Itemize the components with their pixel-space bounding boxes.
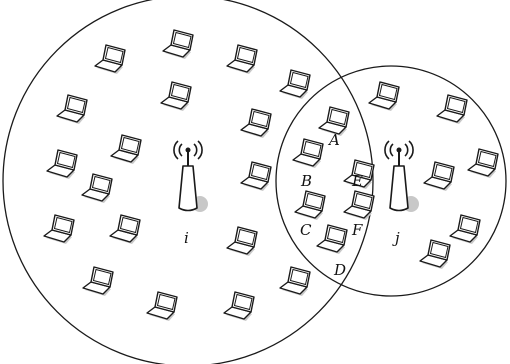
laptop-icon xyxy=(146,291,178,322)
laptop-icon xyxy=(110,134,142,165)
device-label-d: D xyxy=(333,261,346,279)
laptop-icon xyxy=(316,224,348,255)
device-label-f: F xyxy=(351,221,363,239)
device-label-b: B xyxy=(300,172,312,190)
laptop-icon xyxy=(43,214,75,245)
laptop-icon xyxy=(94,44,126,75)
laptop-icon xyxy=(279,266,311,297)
laptop-icon xyxy=(240,161,272,192)
access-point-label-i: i xyxy=(184,229,189,247)
laptop-icon xyxy=(368,81,400,112)
laptop-icon xyxy=(162,29,194,60)
laptop-icon xyxy=(223,291,255,322)
laptop-icon xyxy=(56,94,88,125)
laptop-icon xyxy=(449,214,481,245)
laptop-icon xyxy=(419,239,451,270)
coverage-area-j xyxy=(275,65,507,297)
laptop-icon xyxy=(109,214,141,245)
device-label-e: E xyxy=(351,172,363,190)
laptop-icon xyxy=(436,94,468,125)
laptop-icon xyxy=(82,266,114,297)
laptop-icon xyxy=(343,190,375,221)
device-label-a: A xyxy=(327,131,340,149)
laptop-icon xyxy=(81,173,113,204)
wireless-access-point-icon xyxy=(383,140,420,213)
laptop-icon xyxy=(294,190,326,221)
laptop-icon xyxy=(423,161,455,192)
laptop-icon xyxy=(46,149,78,180)
access-point-label-j: j xyxy=(392,229,400,247)
laptop-icon xyxy=(240,108,272,139)
coverage-area-i xyxy=(2,0,374,364)
wireless-access-point-icon xyxy=(172,140,209,213)
laptop-icon xyxy=(226,44,258,75)
laptop-icon xyxy=(279,69,311,100)
laptop-icon xyxy=(292,138,324,169)
laptop-icon xyxy=(160,81,192,112)
laptop-icon xyxy=(226,226,258,257)
device-label-c: C xyxy=(300,221,312,239)
laptop-icon xyxy=(467,148,499,179)
